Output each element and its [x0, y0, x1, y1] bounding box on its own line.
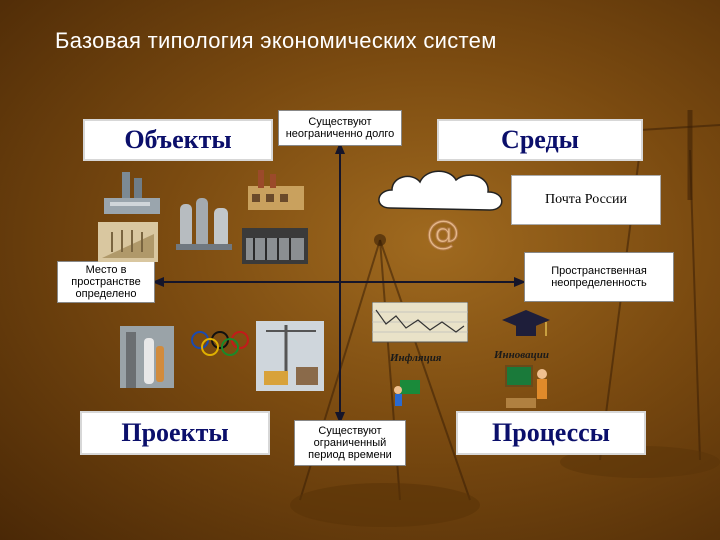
space-shuttle-illustration [120, 326, 174, 388]
teacher-board-illustration [392, 378, 422, 412]
axis-label-bottom: Существуют ограниченный период времени [294, 420, 406, 466]
olympic-rings-illustration [190, 330, 250, 356]
graduation-cap-illustration [498, 306, 554, 346]
objects-box: Объекты [83, 119, 273, 161]
environments-box: Среды [437, 119, 643, 161]
projects-box: Проекты [80, 411, 270, 455]
warehouse-illustration [242, 228, 308, 264]
cloud-illustration [372, 162, 512, 218]
email-at-icon: @ [420, 212, 466, 253]
factory-building-illustration [244, 168, 308, 214]
industrial-tanks-illustration [176, 190, 234, 252]
inflation-label: Инфляция [390, 352, 442, 364]
axis-label-right: Пространственная неопределенность [524, 252, 674, 302]
innovations-label: Инновации [494, 349, 549, 361]
pochta-rossii-box: Почта России [511, 175, 661, 225]
dam-illustration [98, 222, 158, 262]
processes-box: Процессы [456, 411, 646, 455]
axis-label-top: Существуют неограниченно долго [278, 110, 402, 146]
slide-title: Базовая типология экономических систем [55, 28, 497, 53]
classroom-teacher-illustration [504, 364, 552, 414]
axis-label-left: Место в пространстве определено [57, 261, 155, 303]
svg-text:@: @ [426, 213, 460, 252]
factory-tower-illustration [100, 168, 162, 220]
inflation-chart-illustration [372, 302, 468, 354]
construction-site-illustration [256, 321, 324, 391]
